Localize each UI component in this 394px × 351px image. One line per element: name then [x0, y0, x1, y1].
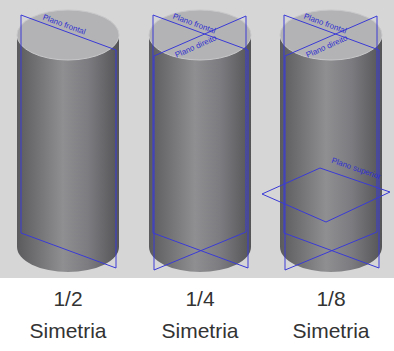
frontal-plane — [284, 15, 379, 268]
frontal-plane — [21, 15, 116, 268]
background-panel — [0, 0, 394, 278]
cylinder — [262, 10, 390, 272]
symmetry-word: Simetria — [161, 320, 238, 341]
cylinder — [149, 10, 251, 272]
cylinder-top — [149, 10, 251, 60]
right-plane — [154, 16, 246, 270]
symmetry-word: Simetria — [292, 320, 369, 341]
cylinder-top — [17, 10, 119, 60]
symmetry-fraction: 1/2 — [53, 288, 82, 309]
symmetry-word: Simetria — [29, 320, 106, 341]
symmetry-fraction: 1/4 — [185, 288, 214, 309]
cylinder-body — [17, 35, 119, 272]
frontal-plane — [153, 15, 248, 268]
cylinder-top — [280, 10, 382, 60]
right-plane — [285, 16, 377, 270]
cylinder — [17, 10, 119, 272]
symmetry-fraction: 1/8 — [316, 288, 345, 309]
